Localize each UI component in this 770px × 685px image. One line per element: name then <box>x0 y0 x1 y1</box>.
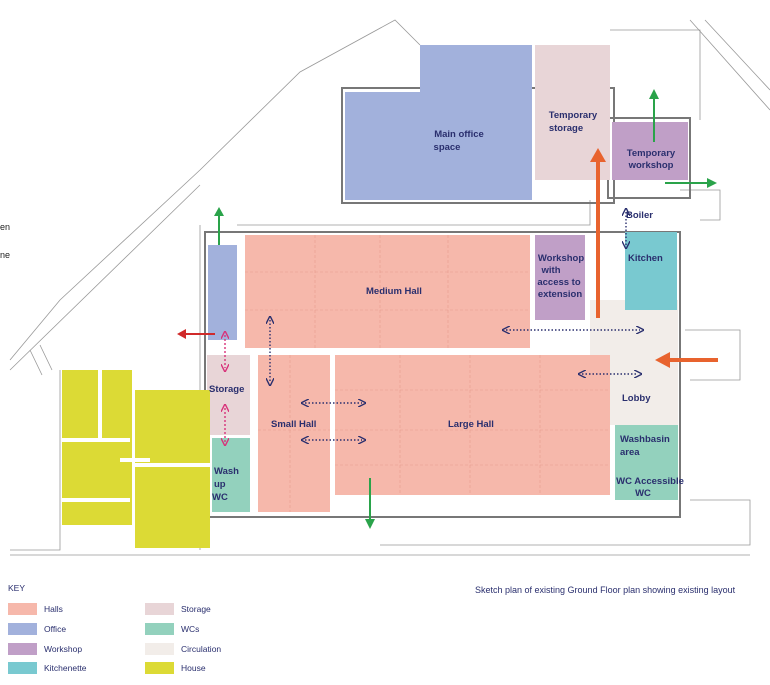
house-walls <box>62 370 210 502</box>
room-temporary-workshop <box>612 122 688 180</box>
green-arrow-right-icon <box>665 178 717 188</box>
room-kitchen <box>625 232 677 310</box>
legend-label: House <box>181 663 206 673</box>
legend-swatch <box>145 603 174 615</box>
room-medium-hall <box>245 235 530 348</box>
room-workshop <box>535 235 585 320</box>
label-medium-hall: Medium Hall <box>366 286 422 297</box>
legend-item-house: House <box>145 662 206 674</box>
access-arrows <box>177 89 718 529</box>
legend-label: Workshop <box>44 644 83 654</box>
edge-text-2: ne <box>0 250 11 260</box>
room-large-hall <box>335 355 610 495</box>
room-main-office <box>345 45 532 200</box>
label-lobby: Lobby <box>622 393 651 404</box>
legend-swatch <box>8 643 37 655</box>
legend-swatch <box>8 603 37 615</box>
legend-item-circulation: Circulation <box>145 643 221 655</box>
room-wcs-right <box>615 425 678 500</box>
legend-label: Halls <box>44 604 63 614</box>
green-arrow-down-icon <box>365 478 375 529</box>
room-office-strip <box>208 245 237 340</box>
plan-caption: Sketch plan of existing Ground Floor pla… <box>475 585 736 595</box>
legend-item-halls: Halls <box>8 603 63 615</box>
legend-label: Storage <box>181 604 211 614</box>
orange-arrow-up-icon <box>590 148 606 318</box>
legend-item-workshop: Workshop <box>8 643 82 655</box>
legend-item-storage: Storage <box>145 603 211 615</box>
hall-grid <box>245 235 610 512</box>
red-arrow-left-icon <box>177 329 215 339</box>
legend-item-kitchenette: Kitchenette <box>8 662 87 674</box>
green-arrow-up-icon-2 <box>649 89 659 142</box>
room-wash-up-wc <box>212 438 250 512</box>
edge-text-1: en <box>0 222 11 232</box>
legend-swatch <box>8 662 37 674</box>
legend-label: Office <box>44 624 67 634</box>
legend-swatch <box>145 662 174 674</box>
legend-label: Kitchenette <box>44 663 87 673</box>
label-storage: Storage <box>209 384 244 395</box>
legend-swatch <box>145 623 174 635</box>
green-arrow-up-icon <box>214 207 224 245</box>
label-small-hall: Small Hall <box>271 419 316 430</box>
room-small-hall <box>258 355 330 512</box>
legend-swatch <box>8 623 37 635</box>
legend-swatch <box>145 643 174 655</box>
label-boiler: Boiler <box>626 210 653 221</box>
legend-label: WCs <box>181 624 200 634</box>
dotted-circulation-arrows <box>270 212 640 440</box>
label-large-hall: Large Hall <box>448 419 494 430</box>
legend-item-wcs: WCs <box>145 623 199 635</box>
legend-item-office: Office <box>8 623 66 635</box>
label-kitchen: Kitchen <box>628 253 663 264</box>
key-title: KEY <box>8 583 26 593</box>
orange-arrow-left-icon <box>655 352 718 368</box>
legend-label: Circulation <box>181 644 222 654</box>
room-storage <box>207 355 250 435</box>
